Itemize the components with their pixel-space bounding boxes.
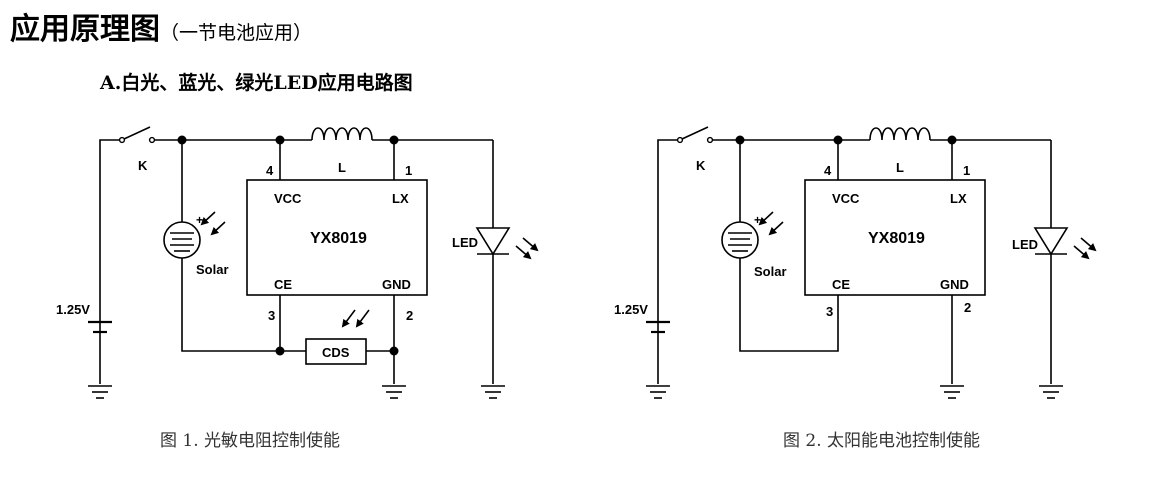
d1-battery-ground-icon xyxy=(88,385,112,399)
d1-caption: 图 1. 光敏电阻控制使能 xyxy=(160,430,340,451)
d1-cds-label: CDS xyxy=(322,345,350,360)
d1-battery-label: 1.25V xyxy=(56,302,90,317)
d2-pin2-number: 2 xyxy=(964,300,971,315)
d1-switch-contact-left xyxy=(118,136,126,144)
d1-pin-lx-label: LX xyxy=(392,191,409,206)
d2-solar-wire-bottom xyxy=(739,258,839,352)
d2-pin4-number: 4 xyxy=(824,163,832,178)
d2-battery-label: 1.25V xyxy=(614,302,648,317)
d1-led-ground-icon xyxy=(481,385,505,399)
d2-solar-label: Solar xyxy=(754,264,787,279)
d2-switch-contact-right xyxy=(706,136,714,144)
d1-pin1-number: 1 xyxy=(405,163,412,178)
d1-pin-gnd-label: GND xyxy=(382,277,411,292)
d1-chip-yx8019 xyxy=(246,179,428,296)
d1-pin-ce-label: CE xyxy=(274,277,292,292)
d1-switch-contact-right xyxy=(148,136,156,144)
d1-solar-wire-bottom xyxy=(181,258,306,352)
d2-caption: 图 2. 太阳能电池控制使能 xyxy=(783,430,980,451)
d1-inductor-icon xyxy=(311,127,373,141)
page-title-text: 应用原理图 xyxy=(10,12,160,47)
d1-cds-light-arrows-icon xyxy=(341,309,370,328)
d1-solar-cell-icon: + xyxy=(163,211,226,259)
d1-solar-label: Solar xyxy=(196,262,229,277)
section-heading: A.白光、蓝光、绿光LED应用电路图 xyxy=(100,72,413,94)
page-title: 应用原理图（一节电池应用） xyxy=(10,4,312,48)
d1-led-label: LED xyxy=(452,235,478,250)
d2-led-diode-icon xyxy=(1033,227,1097,260)
d2-pin-lx-label: LX xyxy=(950,191,967,206)
d2-pin3-number: 3 xyxy=(826,304,833,319)
svg-text:+: + xyxy=(754,213,761,227)
d1-pin3-number: 3 xyxy=(268,308,275,323)
d1-pin4-number: 4 xyxy=(266,163,274,178)
d2-switch-contact-left xyxy=(676,136,684,144)
d2-pin-ce-label: CE xyxy=(832,277,850,292)
d1-led-diode-icon xyxy=(475,227,539,260)
svg-text:+: + xyxy=(196,213,203,227)
d2-inductor-icon xyxy=(869,127,931,141)
d1-chip-ground-icon xyxy=(382,385,406,399)
d2-chip-name: YX8019 xyxy=(868,230,925,247)
page-subtitle: （一节电池应用） xyxy=(160,22,313,44)
d2-switch-label: K xyxy=(696,158,706,173)
diagram-2: K L 1.25V + Solar xyxy=(614,126,1097,451)
d1-switch-blade xyxy=(123,126,151,140)
d1-inductor-label: L xyxy=(338,160,346,175)
d1-left-wire xyxy=(99,139,122,320)
d2-led-ground-icon xyxy=(1039,385,1063,399)
d2-inductor-label: L xyxy=(896,160,904,175)
d1-pin2-number: 2 xyxy=(406,308,413,323)
d2-chip-ground-icon xyxy=(940,385,964,399)
d1-pin-vcc-label: VCC xyxy=(274,191,302,206)
d1-junction-ce xyxy=(275,346,285,356)
d2-left-wire xyxy=(657,139,680,320)
d1-switch-label: K xyxy=(138,158,148,173)
d2-pin-gnd-label: GND xyxy=(940,277,969,292)
d2-led-label: LED xyxy=(1012,237,1038,252)
d2-switch-blade xyxy=(681,126,709,140)
d2-pin-vcc-label: VCC xyxy=(832,191,860,206)
d2-chip-yx8019 xyxy=(804,179,986,296)
d2-solar-cell-icon: + xyxy=(721,211,784,259)
d2-battery-ground-icon xyxy=(646,385,670,399)
d1-chip-name: YX8019 xyxy=(310,230,367,247)
diagram-1: K L 1.25V + Solar xyxy=(56,126,539,451)
d2-pin1-number: 1 xyxy=(963,163,970,178)
